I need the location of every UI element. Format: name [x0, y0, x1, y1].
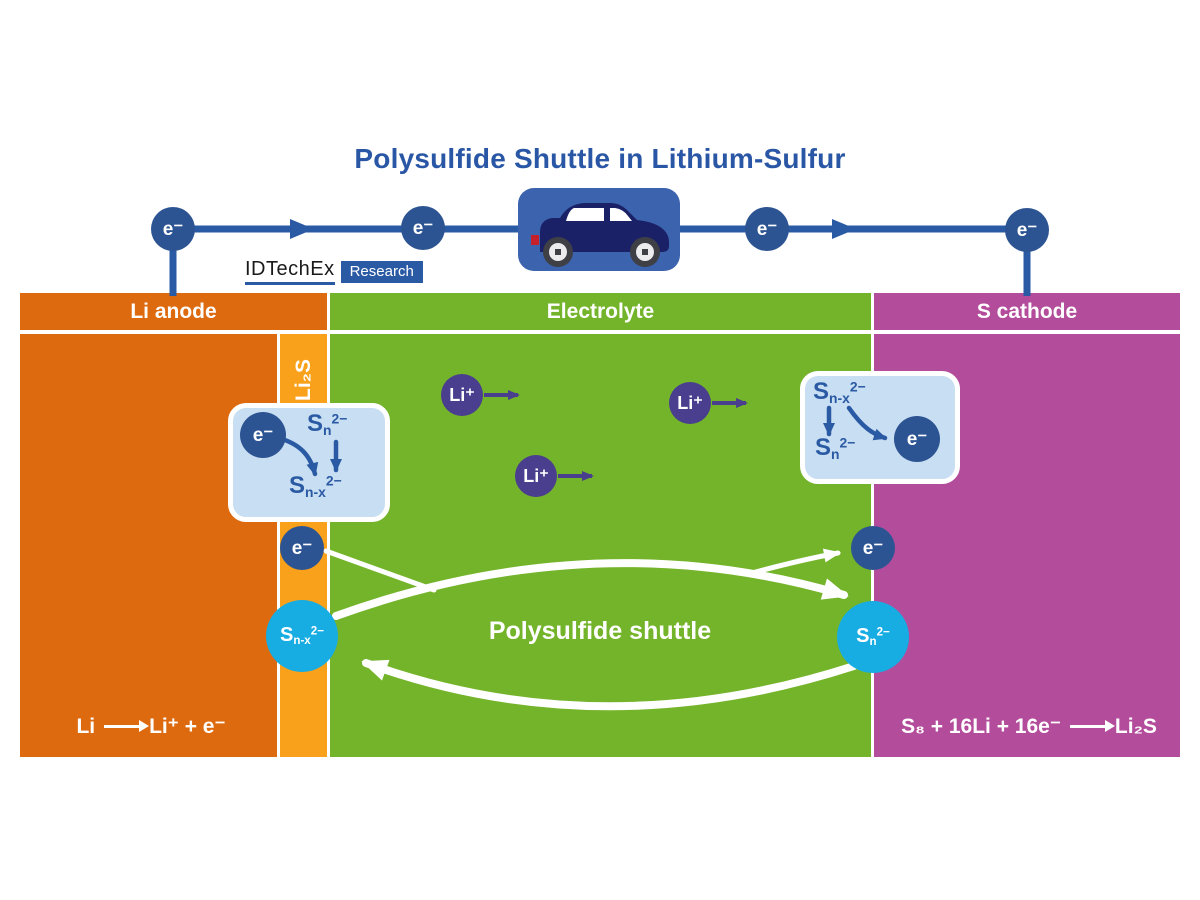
- electrolyte-body: [330, 334, 871, 757]
- electron-circuit-2: e⁻: [401, 206, 445, 250]
- electron-circuit-4: e⁻: [1005, 208, 1049, 252]
- battery-block: Li anode Electrolyte S cathode: [20, 293, 1180, 757]
- electron-anode-box: e⁻: [240, 412, 286, 458]
- li-ion-1: Li⁺: [441, 374, 483, 416]
- snx-species-label: Sn-x2−: [289, 472, 342, 500]
- li-ion-2: Li⁺: [669, 382, 711, 424]
- polysulfide-snx-circle: Sn-x2−: [266, 600, 338, 672]
- right-arrow-icon: [1069, 720, 1115, 732]
- cathode-equation: S₈ + 16Li + 16e⁻ Li₂S: [901, 714, 1157, 739]
- anode-body: [20, 334, 277, 757]
- sn-species-label: Sn2−: [307, 410, 348, 438]
- logo-tag: Research: [340, 260, 423, 283]
- anode-equation: Li Li⁺ + e⁻: [76, 714, 226, 739]
- anode-reaction-box: e⁻ Sn2− Sn-x2−: [228, 403, 390, 522]
- logo: IDTechEx Research: [245, 258, 423, 285]
- page-title: Polysulfide Shuttle in Lithium-Sulfur: [354, 143, 846, 174]
- li-ion-3: Li⁺: [515, 455, 557, 497]
- right-arrow-icon: [104, 720, 150, 732]
- polysulfide-sn-circle: Sn2−: [837, 601, 909, 673]
- cathode-reaction-box: Sn-x2− Sn2− e⁻: [800, 371, 960, 484]
- electron-cathode-box: e⁻: [894, 416, 940, 462]
- anode-header: Li anode: [20, 293, 327, 330]
- region-body-row: [20, 334, 1180, 757]
- shuttle-label: Polysulfide shuttle: [488, 617, 712, 645]
- region-header-row: Li anode Electrolyte S cathode: [20, 293, 1180, 330]
- electron-circuit-1: e⁻: [151, 207, 195, 251]
- electrolyte-header: Electrolyte: [330, 293, 871, 330]
- electron-cathode-interface: e⁻: [851, 526, 895, 570]
- sn-species-label: Sn2−: [815, 434, 856, 462]
- cathode-header: S cathode: [874, 293, 1180, 330]
- snx-species-label: Sn-x2−: [813, 378, 866, 406]
- electron-circuit-3: e⁻: [745, 207, 789, 251]
- electron-anode-interface: e⁻: [280, 526, 324, 570]
- cathode-reaction-arrows: [823, 405, 888, 441]
- logo-brand: IDTechEx: [245, 258, 335, 285]
- car-icon: [518, 188, 680, 271]
